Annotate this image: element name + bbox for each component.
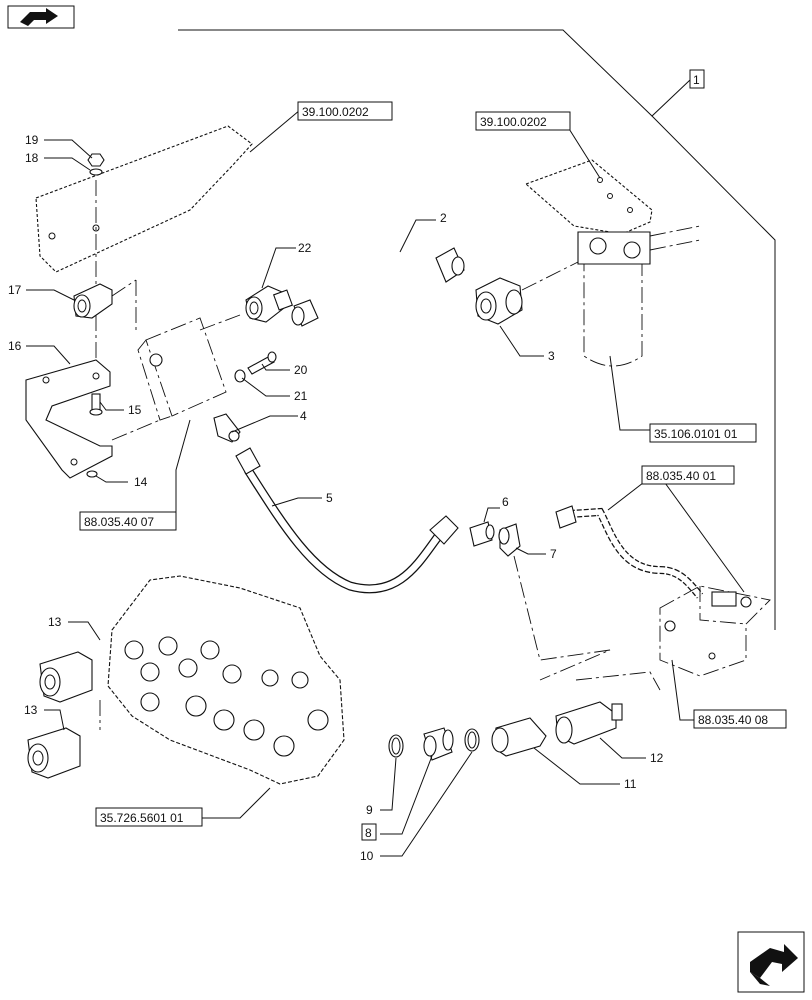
manifold-block-left [135, 280, 241, 421]
label-part-13-lower: 13 [24, 703, 38, 717]
elbow-fitting-part-22 [245, 285, 294, 323]
support-bracket-part-16 [25, 359, 161, 479]
hose-part-2 [291, 247, 465, 327]
ref-box-bracket-left[interactable]: 39.100.0202 [297, 101, 393, 121]
ref-box-valve[interactable]: 35.726.5601 01 [95, 807, 203, 827]
label-part-21: 21 [294, 389, 308, 403]
o-ring-part-9 [388, 734, 404, 758]
ref-text-filter: 35.106.0101 01 [654, 427, 738, 441]
elbow-part-7 [498, 523, 611, 681]
manifold-block-right [575, 585, 771, 691]
tube-assembly-right [555, 505, 704, 599]
label-part-9: 9 [366, 803, 373, 817]
hose-part-5 [235, 447, 459, 594]
washer-part-21 [234, 369, 246, 383]
label-part-13-upper: 13 [48, 615, 62, 629]
o-ring-part-10 [464, 728, 480, 752]
label-part-15: 15 [128, 403, 142, 417]
ref-text-valve: 35.726.5601 01 [100, 811, 184, 825]
leader-lines [26, 109, 745, 857]
group-outline [178, 29, 776, 630]
label-part-1: 1 [693, 73, 700, 87]
label-part-19: 19 [25, 133, 39, 147]
tee-fitting-part-3 [475, 261, 579, 325]
fitting-part-13-lower [27, 700, 101, 779]
part-labels: 19 18 17 16 15 14 22 2 3 20 21 4 5 6 7 1… [8, 69, 705, 863]
ref-text-tube-right: 88.035.40 01 [646, 469, 716, 483]
bolt-part-15 [89, 393, 103, 416]
label-part-8: 8 [365, 826, 372, 840]
ref-text-block-left: 88.035.40 07 [84, 515, 154, 529]
label-part-1-box [689, 69, 705, 89]
ref-text-bracket-left: 39.100.0202 [302, 105, 369, 119]
label-part-5: 5 [326, 491, 333, 505]
ref-text-block-right: 88.035.40 08 [698, 713, 768, 727]
ref-text-bracket-right: 39.100.0202 [480, 115, 547, 129]
fitting-part-4 [213, 413, 241, 443]
label-part-8-box [361, 823, 377, 841]
coupling-part-11 [491, 717, 547, 757]
bolt-part-14 [86, 470, 98, 478]
previous-page-icon[interactable] [7, 5, 75, 29]
label-part-16: 16 [8, 339, 22, 353]
label-part-18: 18 [25, 151, 39, 165]
label-part-11: 11 [624, 777, 637, 791]
label-part-10: 10 [360, 849, 374, 863]
label-part-20: 20 [294, 363, 308, 377]
label-part-14: 14 [134, 475, 148, 489]
label-part-4: 4 [300, 409, 307, 423]
fitting-part-13-upper [39, 651, 93, 703]
label-part-2: 2 [440, 211, 447, 225]
label-part-7: 7 [550, 547, 557, 561]
ref-box-tube-right[interactable]: 88.035.40 01 [641, 465, 735, 485]
label-part-12: 12 [650, 751, 664, 765]
coupling-part-12 [555, 701, 623, 745]
adapter-part-6 [469, 521, 495, 547]
ref-box-block-right[interactable]: 88.035.40 08 [693, 709, 787, 729]
label-part-6: 6 [502, 495, 509, 509]
label-part-22: 22 [298, 241, 312, 255]
washer-part-18 [89, 168, 103, 176]
adapter-part-8 [423, 727, 454, 761]
bolt-part-20 [247, 351, 277, 375]
label-part-3: 3 [548, 349, 555, 363]
mounting-bracket-left [35, 125, 253, 380]
ref-box-bracket-right[interactable]: 39.100.0202 [475, 111, 571, 131]
ref-box-filter[interactable]: 35.106.0101 01 [649, 423, 757, 443]
nut-part-19 [87, 153, 105, 167]
elbow-part-17 [73, 279, 137, 319]
filter-assembly [524, 159, 701, 367]
next-page-icon[interactable] [737, 931, 805, 993]
label-part-17: 17 [8, 283, 22, 297]
ref-box-block-left[interactable]: 88.035.40 07 [79, 511, 177, 531]
control-valve-assembly [107, 575, 345, 785]
